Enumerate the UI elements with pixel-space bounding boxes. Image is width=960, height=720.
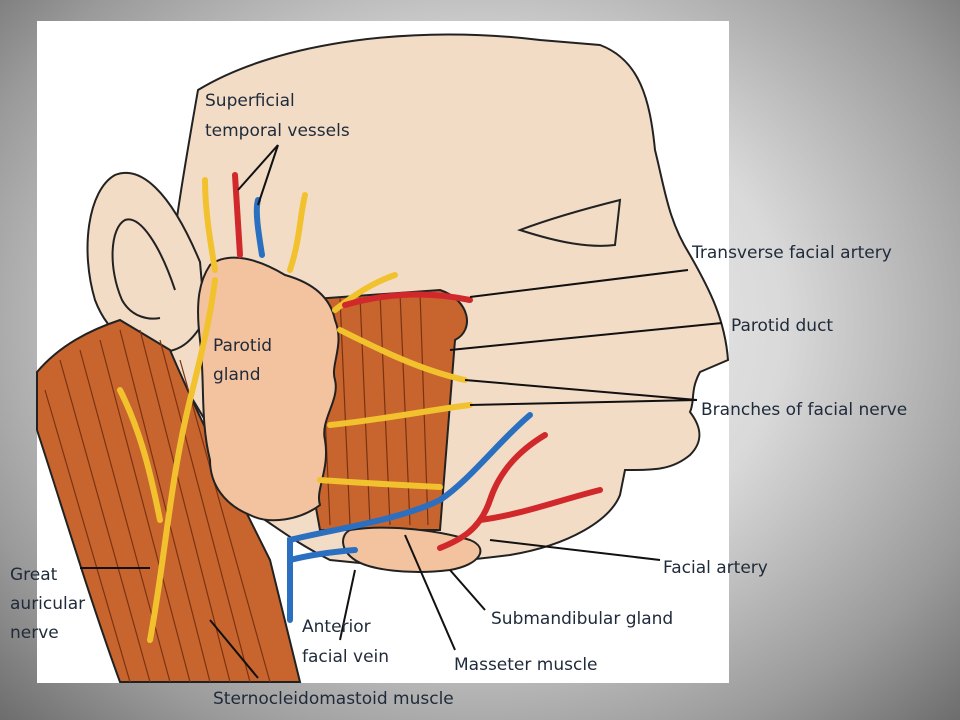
label-great-auricular-line1: Great [10, 565, 58, 585]
label-anterior-facial-vein-line2: facial vein [302, 647, 390, 667]
anterior-facial-vein [287, 412, 533, 623]
ear [86, 171, 207, 354]
label-parotid-duct: Parotid duct [731, 316, 834, 336]
zygomatic-nerve-branch [287, 192, 308, 273]
leader-facial-nerve-b [469, 399, 698, 406]
facial-artery [437, 432, 548, 551]
label-anterior-facial-vein-line1: Anterior [302, 617, 371, 637]
facial-artery-branch [477, 487, 603, 523]
label-sternocleidomastoid: Sternocleidomastoid muscle [213, 689, 454, 709]
nerve-branch-4 [317, 477, 443, 490]
leader-anterior-facial-vein [339, 569, 356, 641]
label-submandibular-gland: Submandibular gland [491, 609, 674, 629]
superficial-temporal-vein [253, 197, 265, 258]
label-transverse-facial-artery: Transverse facial artery [692, 243, 892, 263]
great-auricular-nerve [147, 277, 218, 643]
label-great-auricular-line2: auricular [10, 594, 86, 614]
vein-lower-branch [287, 547, 358, 563]
label-facial-artery: Facial artery [663, 558, 768, 578]
label-parotid-gland-line1: Parotid [213, 336, 273, 356]
nerve-branch-1 [332, 272, 398, 313]
leader-submandibular [449, 569, 486, 611]
superficial-temporal-artery [232, 172, 243, 258]
great-auricular-branch [117, 387, 163, 523]
temporal-nerve-branch [202, 177, 218, 273]
label-superficial-temporal-line1: Superficial [205, 91, 295, 111]
leader-facial-artery [489, 539, 661, 561]
leader-facial-nerve-a [464, 379, 698, 401]
nerve-branch-3 [327, 402, 473, 428]
leader-parotid-duct [449, 322, 723, 351]
eye [516, 198, 622, 247]
leader-superficial-temporal-a [257, 144, 279, 206]
label-superficial-temporal-line2: temporal vessels [205, 121, 350, 141]
nerve-branch-2 [337, 327, 468, 383]
ear-inner [111, 218, 176, 320]
label-branches-facial-nerve: Branches of facial nerve [701, 400, 908, 420]
leader-transverse-facial-artery [469, 269, 689, 298]
label-great-auricular-line3: nerve [10, 623, 59, 643]
leader-sternocleidomastoid [209, 619, 259, 679]
transverse-facial-artery [342, 291, 473, 308]
label-masseter-muscle: Masseter muscle [454, 655, 598, 675]
leader-superficial-temporal-b [237, 144, 279, 191]
leader-masseter [404, 534, 456, 651]
label-parotid-gland-line2: gland [213, 365, 261, 385]
parotid-gland [197, 256, 340, 522]
